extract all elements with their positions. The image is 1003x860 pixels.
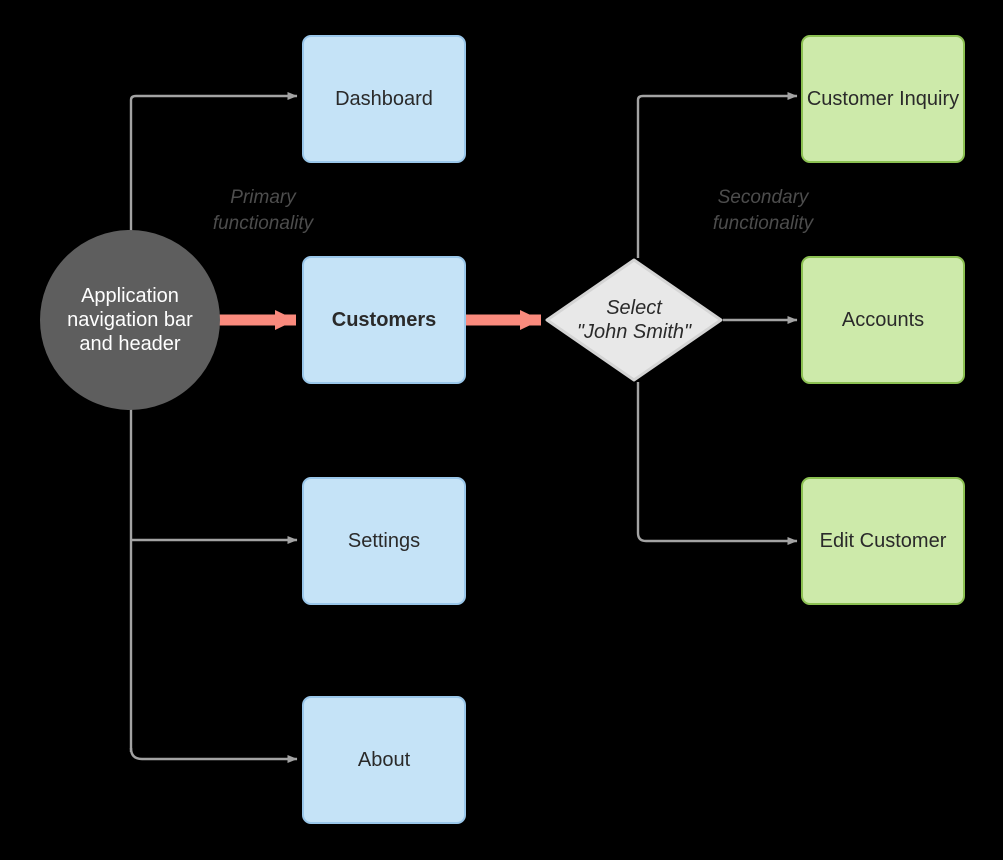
node-decision-select-john-smith[interactable]: Select "John Smith" (545, 258, 723, 382)
diamond-shape (545, 258, 723, 382)
edge-start-to-about (129, 747, 298, 763)
edge-decision-to-edit-customer (636, 382, 798, 545)
node-customer-inquiry[interactable]: Customer Inquiry (801, 35, 965, 163)
node-dashboard[interactable]: Dashboard (302, 35, 466, 163)
edge-label-secondary-functionality: Secondary functionality (712, 187, 814, 234)
edge-label-primary-functionality: Primary functionality (212, 187, 314, 234)
node-label-customers: Customers (331, 309, 437, 331)
node-label-dashboard: Dashboard (335, 88, 433, 110)
node-label-decision-line1: Select (606, 297, 662, 319)
node-accounts[interactable]: Accounts (801, 256, 965, 384)
node-label-decision-line2: "John Smith" (576, 321, 692, 343)
node-label-customer-inquiry: Customer Inquiry (806, 88, 960, 110)
node-about[interactable]: About (302, 696, 466, 824)
node-label-accounts: Accounts (841, 309, 925, 331)
node-label-decision: Select "John Smith" (566, 296, 701, 344)
node-customers[interactable]: Customers (302, 256, 466, 384)
node-label-edit-customer: Edit Customer (819, 530, 947, 552)
node-application-navigation[interactable]: Application navigation bar and header (40, 230, 220, 410)
node-label-about: About (357, 749, 411, 771)
node-label-settings: Settings (347, 530, 421, 552)
node-label-start: Application navigation bar and header (67, 285, 193, 355)
node-edit-customer[interactable]: Edit Customer (801, 477, 965, 605)
node-settings[interactable]: Settings (302, 477, 466, 605)
